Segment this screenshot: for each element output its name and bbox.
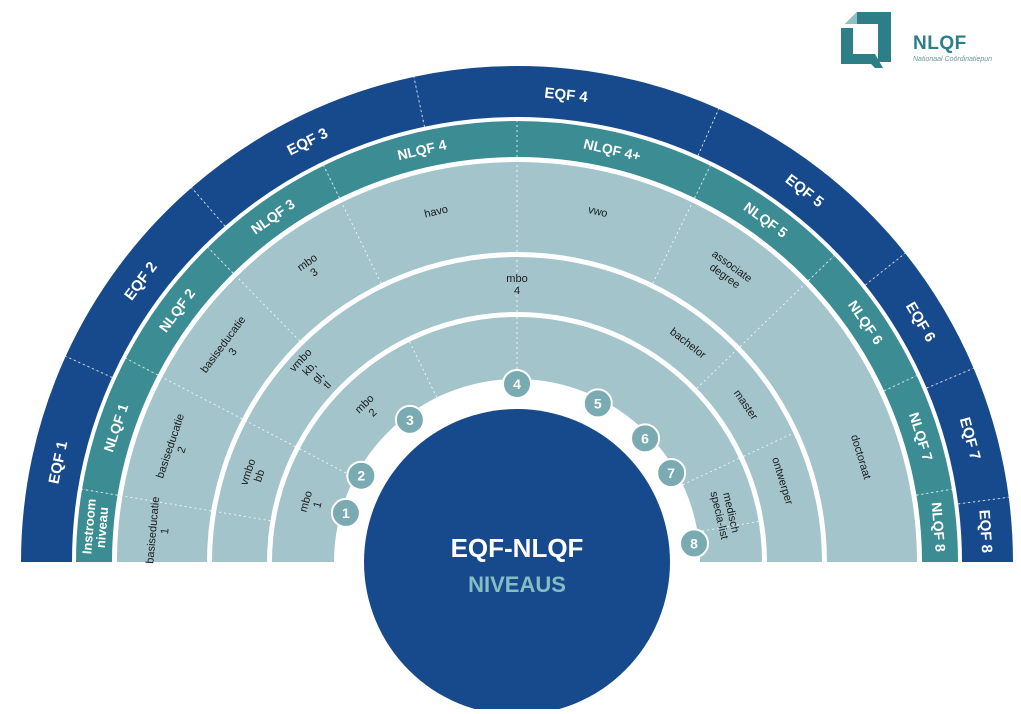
sector-divider-12: [743, 432, 794, 457]
qualification-label-10: havo: [423, 204, 449, 221]
eqf-band-4: [413, 66, 719, 156]
qualification-band-3: [212, 257, 517, 562]
sector-divider-17: [697, 521, 759, 533]
nlqf-logo-icon: [841, 12, 891, 68]
level-badge-6: [630, 423, 661, 454]
qualification-label-1: basiseducatie1: [144, 496, 174, 565]
level-badge-4: [502, 369, 532, 399]
level-badge-label-1: 1: [342, 505, 350, 521]
eqf-band-8: [958, 497, 1013, 562]
svg-text:EQF 8: EQF 8: [975, 509, 995, 553]
eqf-band-7: [926, 368, 1009, 504]
eqf-divider-1: [65, 355, 113, 378]
eqf-band-3: [191, 76, 425, 227]
level-badge-8: [679, 528, 710, 559]
eqf-band-1: [21, 356, 113, 562]
nlqf-divider-2: [125, 357, 158, 376]
eqf-divider-4: [697, 108, 720, 156]
sector-divider-3: [236, 276, 301, 342]
sector-divider-9: [246, 420, 296, 448]
svg-text:NLQF 8: NLQF 8: [929, 501, 949, 552]
nlqf-divider-3: [207, 247, 234, 274]
eqf-band-6: [865, 253, 974, 389]
nlqf-band-6: [517, 121, 711, 198]
eqf-divider-7: [958, 496, 1009, 505]
center-circle: [364, 409, 670, 714]
svg-text:vwo: vwo: [587, 204, 609, 220]
sector-divider-2: [161, 376, 243, 420]
level-badge-label-3: 3: [406, 412, 414, 428]
svg-text:Instroomniveau: Instroomniveau: [79, 498, 112, 556]
logo-subtitle: Nationaal Coördinatiepun: [913, 56, 992, 63]
sector-divider-13: [299, 448, 355, 478]
level-badge-1: [330, 497, 361, 528]
eqf-band-2: [65, 187, 226, 378]
sector-divider-16: [682, 458, 740, 486]
level-badge-label-7: 7: [667, 465, 675, 481]
level-badge-5: [582, 388, 613, 419]
nlqf-divider-7: [807, 255, 835, 282]
nlqf-band-5: [323, 121, 517, 198]
nlqf-divider-9: [916, 488, 953, 496]
eqf-band-5: [697, 108, 906, 285]
nlqf-band-4: [207, 165, 340, 274]
level-badge-label-4: 4: [513, 376, 521, 392]
level-badge-label-5: 5: [594, 395, 602, 411]
nlqf-divider-6: [694, 165, 711, 199]
center-subtitle: NIVEAUS: [468, 572, 566, 597]
sector-divider-7: [739, 283, 806, 348]
svg-text:EQF 4: EQF 4: [544, 85, 590, 107]
qualification-label-11: vwo: [587, 204, 609, 220]
eqf-divider-5: [864, 252, 906, 286]
nlqf-band-10: [916, 489, 958, 562]
sector-divider-14: [409, 341, 438, 398]
nlqf-divider-8: [883, 375, 917, 392]
sector-divider-11: [696, 349, 737, 389]
eqf-divider-6: [926, 367, 974, 389]
eqf-label-8: EQF 8: [975, 509, 995, 553]
level-badge-7: [656, 458, 687, 488]
nlqf-label-1: Instroomniveau: [79, 498, 112, 556]
qualification-band-5: [272, 317, 517, 562]
sector-divider-4: [341, 202, 382, 284]
qualification-band-1: [117, 162, 517, 562]
nlqf-band-1: [76, 489, 118, 562]
center-title: EQF-NLQF: [451, 533, 584, 563]
nlqf-divider-1: [81, 488, 118, 496]
sector-divider-1: [122, 495, 212, 512]
nlqf-band-7: [694, 165, 835, 281]
sector-divider-6: [652, 202, 693, 284]
qualification-band-4: [517, 257, 822, 562]
qualification-label-6: mbo1: [298, 490, 327, 517]
svg-text:mbo1: mbo1: [298, 490, 327, 517]
level-badge-2: [346, 460, 377, 491]
logo-name: NLQF: [913, 33, 967, 54]
nlqf-logo: NLQF Nationaal Coördinatiepun: [835, 6, 1021, 76]
qualification-band-2: [517, 162, 917, 562]
svg-text:basiseducatie1: basiseducatie1: [144, 496, 174, 565]
qualification-band-6: [517, 317, 762, 562]
nlqf-band-9: [884, 375, 952, 496]
sector-divider-8: [216, 511, 271, 522]
eqf-label-4: EQF 4: [544, 85, 590, 107]
level-badge-label-8: 8: [690, 535, 698, 551]
level-badge-label-6: 6: [641, 430, 649, 446]
nlqf-label-10: NLQF 8: [929, 501, 949, 552]
nlqf-band-8: [808, 255, 917, 391]
level-badge-3: [394, 404, 425, 435]
nlqf-divider-4: [323, 165, 340, 199]
level-badge-label-2: 2: [357, 468, 365, 484]
nlqf-band-2: [82, 358, 158, 496]
nlqf-band-3: [125, 247, 234, 375]
eqf-divider-3: [413, 76, 425, 127]
svg-text:havo: havo: [423, 204, 449, 221]
eqf-divider-2: [191, 187, 226, 227]
